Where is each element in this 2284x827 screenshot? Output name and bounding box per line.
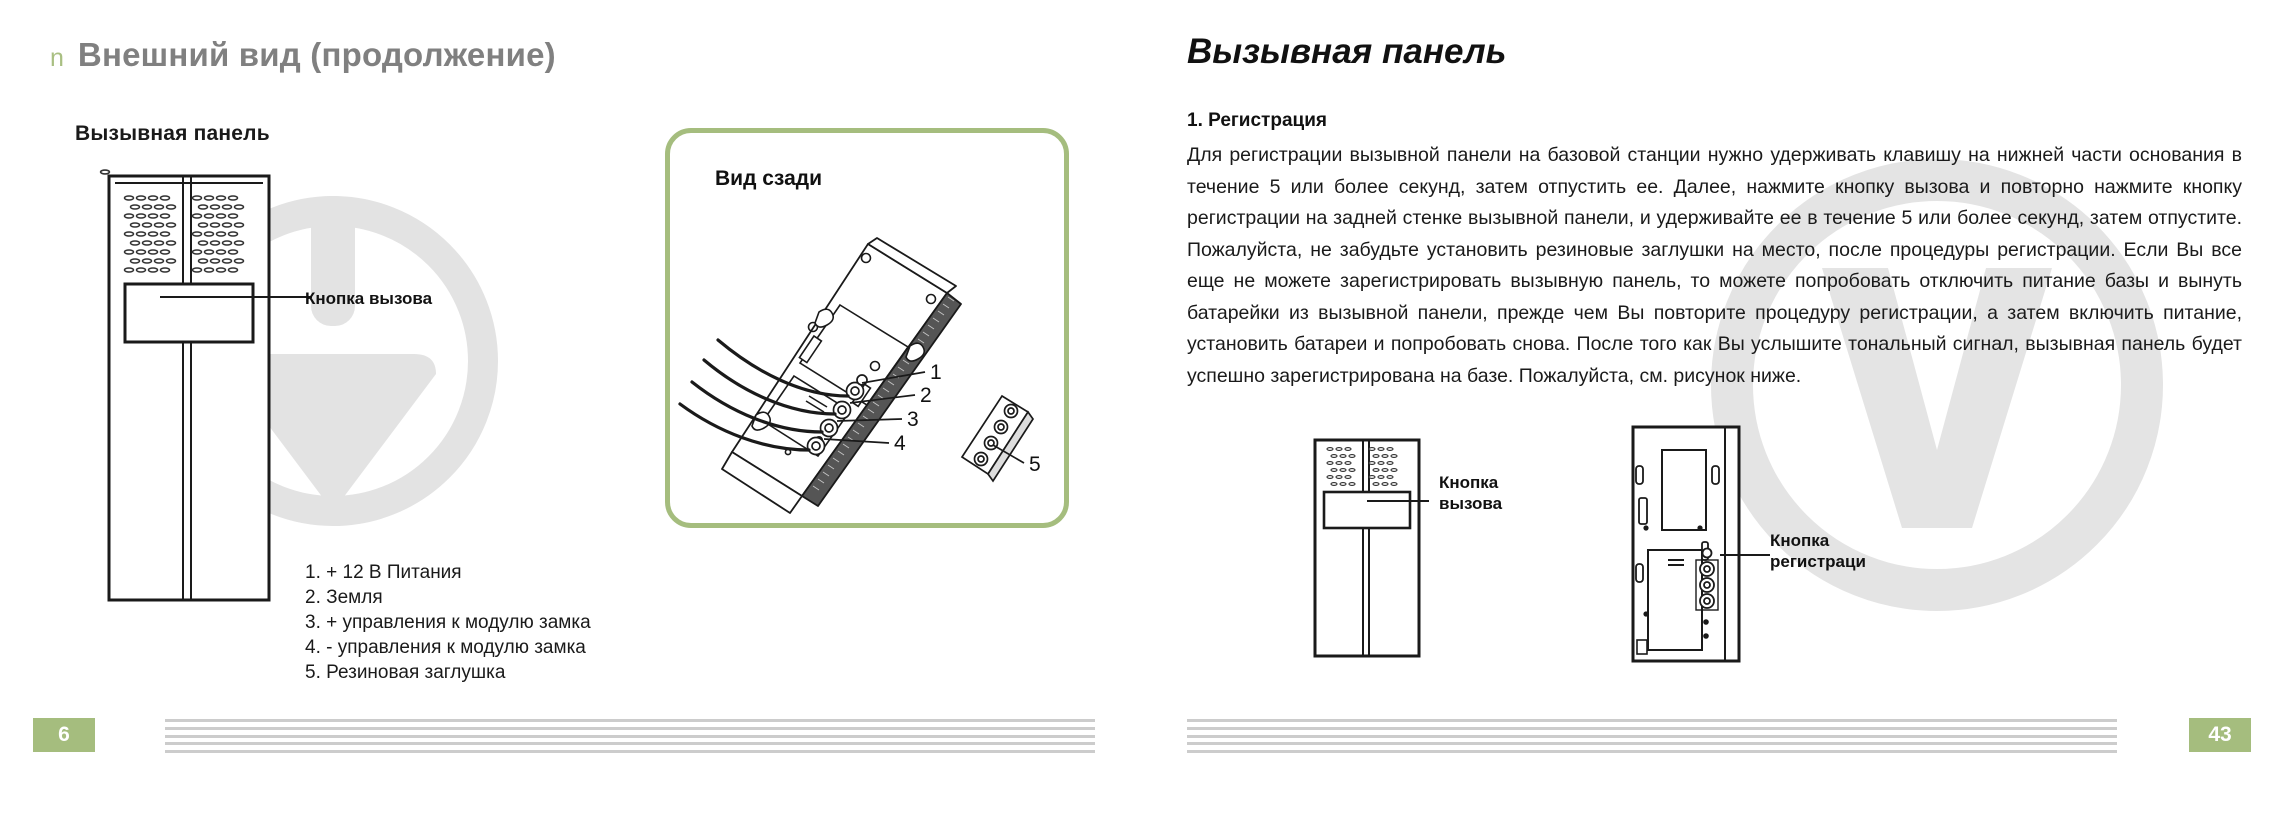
callout-line-2: вызова <box>1439 494 1503 514</box>
front-panel-figure-small <box>1312 437 1422 659</box>
page-number-badge-left: 6 <box>33 718 95 752</box>
call-button-callout-label: Кнопка вызова <box>305 289 433 308</box>
footer-rules-right <box>1187 719 2117 753</box>
footer-rules-left <box>165 719 1095 753</box>
call-button-callout-label-right: Кнопка вызова <box>1439 472 1502 515</box>
callout-line-1: Кнопка <box>1770 531 1830 550</box>
section-heading: 1. Регистрация <box>1187 110 1327 131</box>
right-page-title: Вызывная панель <box>1187 32 1507 71</box>
callout-number-1: 1 <box>930 361 942 384</box>
callout-number-3: 3 <box>907 408 919 431</box>
left-subheading: Вызывная панель <box>75 122 270 145</box>
rear-view-title: Вид сзади <box>715 167 822 190</box>
rear-panel-figure: 1 2 3 4 5 <box>672 200 1064 522</box>
callout-leader-line <box>1367 500 1429 502</box>
left-page: n Внешний вид (продолжение) Вызывная пан… <box>33 36 1095 753</box>
chapter-header: n Внешний вид (продолжение) <box>50 36 556 74</box>
terminal-legend-list: 1. + 12 В Питания 2. Земля 3. + управлен… <box>305 560 591 685</box>
callout-line-2: регистраци <box>1770 552 1866 572</box>
right-page: Вызывная панель 1. Регистрация Для регис… <box>1142 0 2284 827</box>
page-number-badge-right: 43 <box>2189 718 2251 752</box>
front-panel-figure <box>99 169 273 602</box>
callout-number-2: 2 <box>920 384 932 407</box>
legend-item: 1. + 12 В Питания <box>305 562 462 583</box>
chapter-title: Внешний вид (продолжение) <box>77 36 556 73</box>
callout-leader-line <box>160 296 312 298</box>
legend-item: 5. Резиновая заглушка <box>305 662 506 683</box>
callout-number-5: 5 <box>1029 453 1041 476</box>
legend-item: 3. + управления к модулю замка <box>305 612 591 633</box>
legend-item: 4. - управления к модулю замка <box>305 637 586 658</box>
callout-leader-line <box>1720 554 1770 556</box>
registration-body-text: Для регистрации вызывной панели на базов… <box>1187 144 2242 387</box>
callout-line-1: Кнопка <box>1439 473 1499 492</box>
registration-button-callout-label: Кнопка регистраци <box>1770 530 1866 573</box>
rear-panel-figure-small <box>1630 424 1744 664</box>
legend-item: 2. Земля <box>305 587 383 608</box>
callout-number-4: 4 <box>894 432 906 455</box>
chapter-bullet-icon: n <box>50 44 64 72</box>
